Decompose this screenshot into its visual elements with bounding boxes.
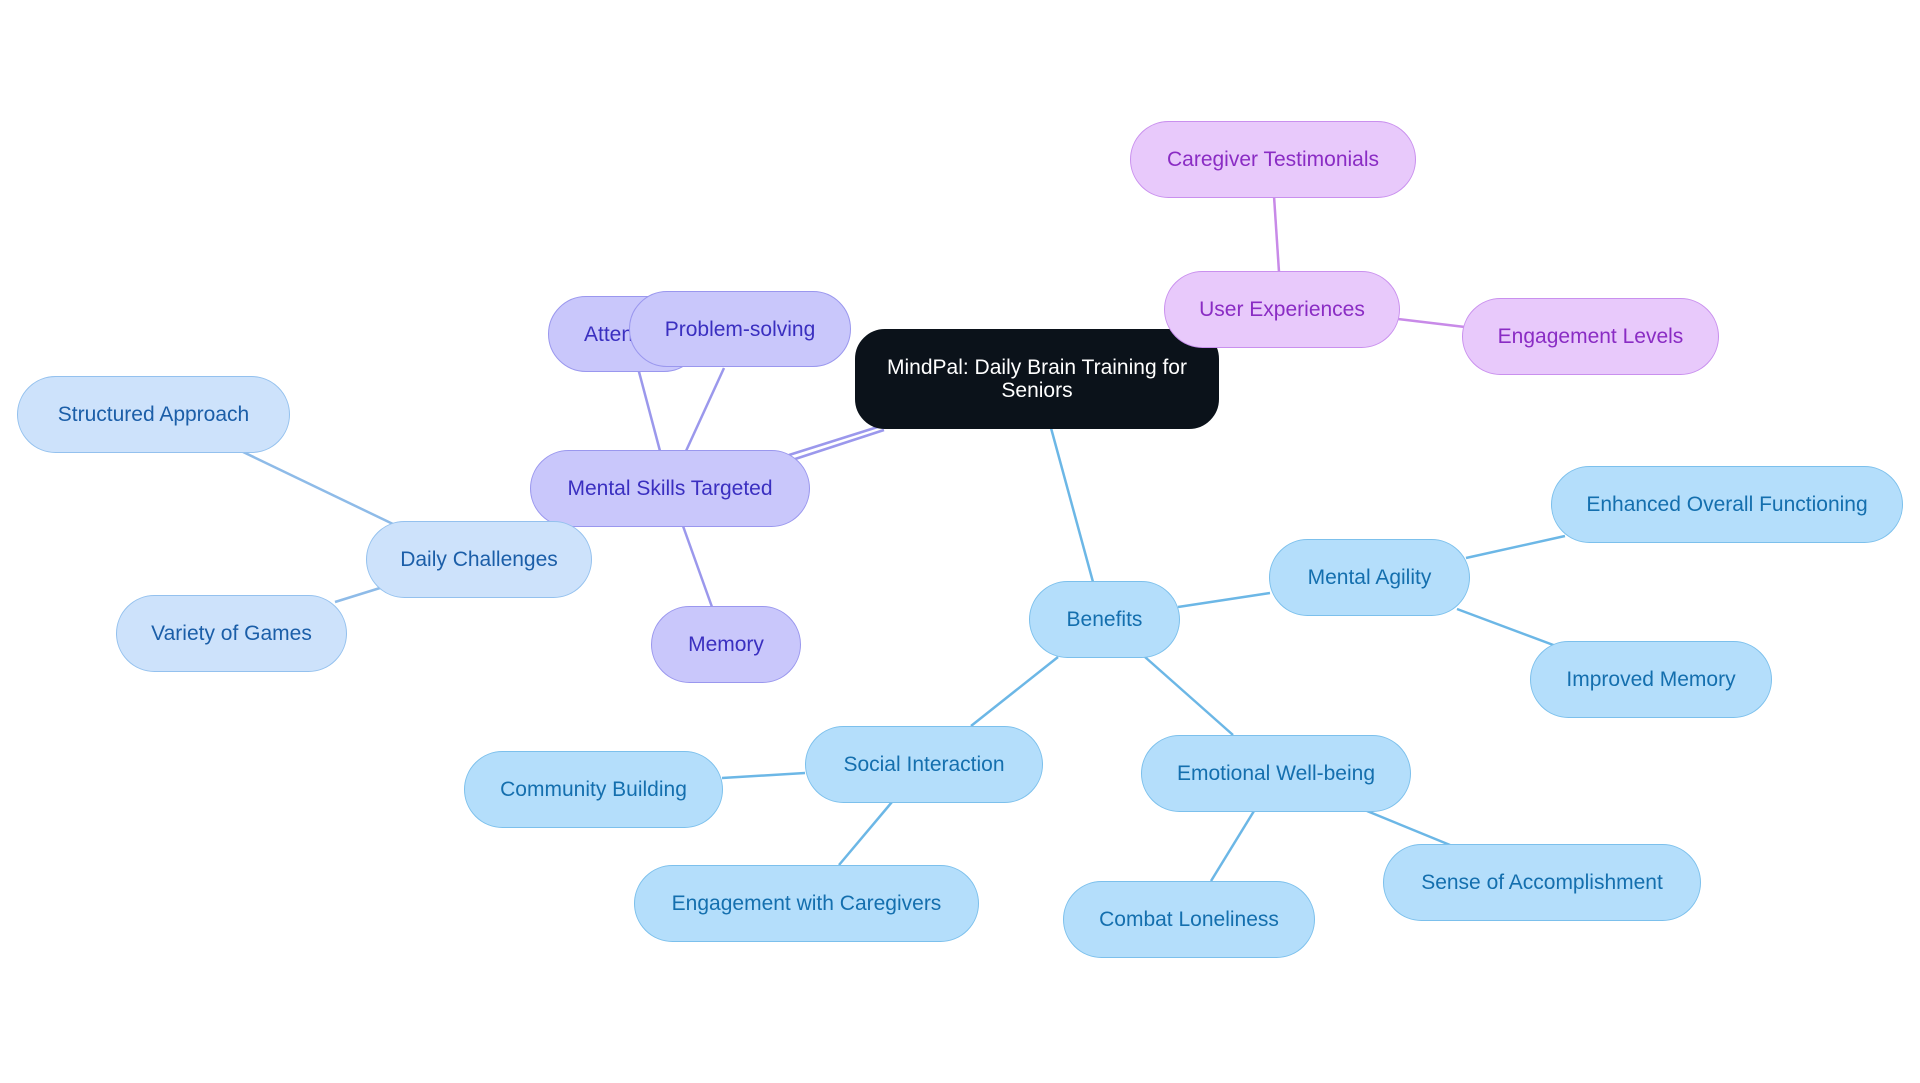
- node-social-interaction: Social Interaction: [805, 726, 1043, 803]
- central-node: MindPal: Daily Brain Training for Senior…: [855, 329, 1219, 429]
- edge-skills-problem: [684, 367, 726, 452]
- node-structured-approach: Structured Approach: [17, 376, 290, 453]
- edge-daily-variety: [334, 586, 381, 604]
- node-engagement-caregivers-label: Engagement with Caregivers: [671, 892, 942, 915]
- central-node-label: MindPal: Daily Brain Training for Senior…: [887, 356, 1187, 402]
- node-social-interaction-label: Social Interaction: [843, 753, 1005, 776]
- node-user-experiences: User Experiences: [1164, 271, 1400, 348]
- node-caregiver-testimonials-label: Caregiver Testimonials: [1166, 148, 1380, 171]
- node-sense-accomplishment-label: Sense of Accomplishment: [1421, 871, 1663, 894]
- node-mental-skills: Mental Skills Targeted: [530, 450, 810, 527]
- edge-benefits-emotional: [1144, 656, 1234, 736]
- node-enhanced-functioning-label: Enhanced Overall Functioning: [1586, 493, 1868, 516]
- node-engagement-caregivers: Engagement with Caregivers: [634, 865, 979, 942]
- node-memory: Memory: [651, 606, 801, 683]
- node-engagement-levels: Engagement Levels: [1462, 298, 1719, 375]
- edge-emotional-accomplishment: [1366, 809, 1451, 847]
- edge-skills-attention: [636, 367, 662, 452]
- edge-central-benefits: [1049, 427, 1095, 583]
- node-daily-challenges-label: Daily Challenges: [400, 548, 558, 571]
- node-mental-agility: Mental Agility: [1269, 539, 1470, 616]
- edge-emotional-loneliness: [1209, 810, 1256, 882]
- node-mental-skills-label: Mental Skills Targeted: [567, 477, 773, 500]
- edge-benefits-agility: [1177, 591, 1271, 609]
- node-problem-solving: Problem-solving: [629, 291, 851, 367]
- edge-benefits-social: [970, 656, 1059, 727]
- edge-agility-enhanced: [1465, 534, 1566, 560]
- edge-central-skills-2: [788, 428, 885, 463]
- edge-experiences-testimonials: [1272, 195, 1281, 273]
- node-improved-memory: Improved Memory: [1530, 641, 1772, 718]
- node-emotional-wellbeing-label: Emotional Well-being: [1176, 762, 1376, 785]
- node-memory-label: Memory: [688, 633, 764, 656]
- node-combat-loneliness: Combat Loneliness: [1063, 881, 1315, 958]
- node-enhanced-functioning: Enhanced Overall Functioning: [1551, 466, 1903, 543]
- node-user-experiences-label: User Experiences: [1199, 298, 1365, 321]
- node-engagement-levels-label: Engagement Levels: [1497, 325, 1684, 348]
- node-sense-accomplishment: Sense of Accomplishment: [1383, 844, 1701, 921]
- node-problem-solving-label: Problem-solving: [664, 317, 816, 341]
- node-mental-agility-label: Mental Agility: [1307, 566, 1432, 589]
- node-caregiver-testimonials: Caregiver Testimonials: [1130, 121, 1416, 198]
- edge-skills-memory: [681, 525, 714, 608]
- edge-social-caregivers: [838, 801, 893, 866]
- node-benefits-label: Benefits: [1066, 608, 1143, 631]
- node-daily-challenges: Daily Challenges: [366, 521, 592, 598]
- edge-daily-structured: [238, 448, 396, 527]
- edge-agility-memory: [1456, 607, 1557, 648]
- edge-experiences-engagement: [1397, 317, 1466, 329]
- node-variety-of-games-label: Variety of Games: [151, 622, 312, 645]
- node-combat-loneliness-label: Combat Loneliness: [1099, 908, 1279, 931]
- edge-social-community: [721, 771, 806, 780]
- node-improved-memory-label: Improved Memory: [1566, 668, 1736, 691]
- node-community-building-label: Community Building: [500, 778, 687, 801]
- node-benefits: Benefits: [1029, 581, 1180, 658]
- node-variety-of-games: Variety of Games: [116, 595, 347, 672]
- node-community-building: Community Building: [464, 751, 723, 828]
- node-emotional-wellbeing: Emotional Well-being: [1141, 735, 1411, 812]
- node-structured-approach-label: Structured Approach: [57, 403, 250, 426]
- edge-central-skills: [788, 423, 885, 457]
